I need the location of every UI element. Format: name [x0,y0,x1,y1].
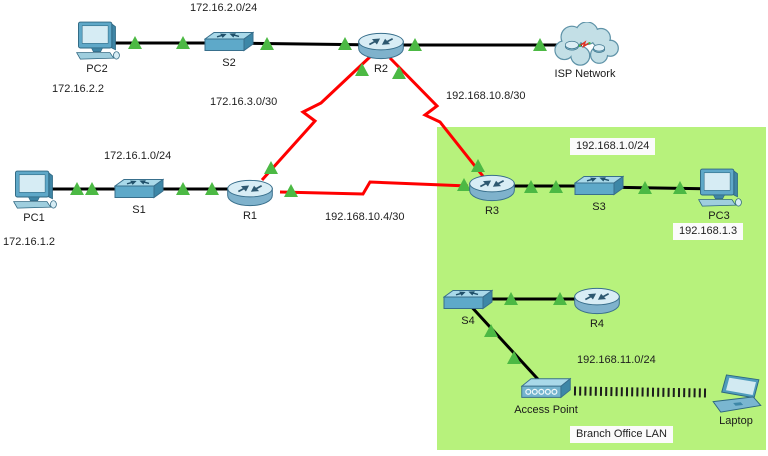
device-r2[interactable]: R2 [351,29,411,75]
device-r4[interactable]: R4 [567,284,627,330]
router-icon [224,176,276,209]
access-point-icon [519,375,573,403]
device-label-pc3: PC3 [708,210,730,222]
cloud-icon [544,22,626,67]
device-label-r3: R3 [484,205,500,217]
link-s2-r2[interactable] [228,41,382,47]
device-label-s4: S4 [461,315,475,327]
link-r2-r3-serial[interactable] [388,56,488,181]
device-label-isp: ISP Network [554,68,616,80]
device-isp-cloud[interactable]: ISP Network [540,22,630,80]
link-r1-r2-serial[interactable] [260,53,374,182]
pc-icon [9,170,59,211]
device-label-pc2: PC2 [86,63,108,75]
device-label-s1: S1 [132,204,146,216]
device-label-s2: S2 [222,57,236,69]
laptop-icon [710,374,762,414]
device-r1[interactable]: R1 [220,176,280,222]
region-label-branch-office-lan: Branch Office LAN [570,426,673,443]
ip-label-pc2: 172.16.2.2 [52,83,104,95]
device-label-s3: S3 [592,201,606,213]
switch-icon [574,174,624,200]
network-label-r3-lan: 192.168.1.0/24 [570,138,656,155]
switch-icon [443,288,493,314]
ip-label-pc3: 192.168.1.3 [673,223,744,240]
device-label-r2: R2 [373,63,389,75]
network-label-pc2-lan: 172.16.2.0/24 [190,2,258,14]
switch-icon [204,30,254,56]
device-label-r4: R4 [589,318,605,330]
pc-icon [694,168,744,209]
device-label-access-point: Access Point [514,404,578,416]
link-status-arrows [70,36,687,364]
link-r1-r3-serial[interactable] [279,180,469,196]
network-label-r1-r3-wan: 192.168.10.4/30 [325,211,405,223]
link-s4-ap[interactable] [466,301,548,390]
device-pc1[interactable]: PC1 [4,170,64,224]
device-label-pc1: PC1 [23,212,45,224]
device-r3[interactable]: R3 [462,171,522,217]
ip-label-pc1: 172.16.1.2 [3,236,55,248]
network-label-r1-r2-wan: 172.16.3.0/30 [210,96,278,108]
network-label-pc1-lan: 172.16.1.0/24 [104,150,172,162]
router-icon [355,29,407,62]
router-icon [466,171,518,204]
pc-icon [72,21,122,62]
device-pc3[interactable]: PC3 [689,168,749,222]
device-s3[interactable]: S3 [569,174,629,213]
switch-icon [114,177,164,203]
network-label-wireless-lan: 192.168.11.0/24 [577,354,656,366]
router-icon [571,284,623,317]
device-label-laptop: Laptop [719,415,753,427]
device-access-point[interactable]: Access Point [506,375,586,416]
link-ap-laptop-wireless[interactable] [573,386,709,398]
network-label-r2-r3-wan: 192.168.10.8/30 [446,90,526,102]
device-pc2[interactable]: PC2 [67,21,127,75]
device-s2[interactable]: S2 [199,30,259,69]
device-label-r1: R1 [242,210,258,222]
device-laptop[interactable]: Laptop [706,374,766,427]
device-s1[interactable]: S1 [109,177,169,216]
device-s4[interactable]: S4 [438,288,498,327]
